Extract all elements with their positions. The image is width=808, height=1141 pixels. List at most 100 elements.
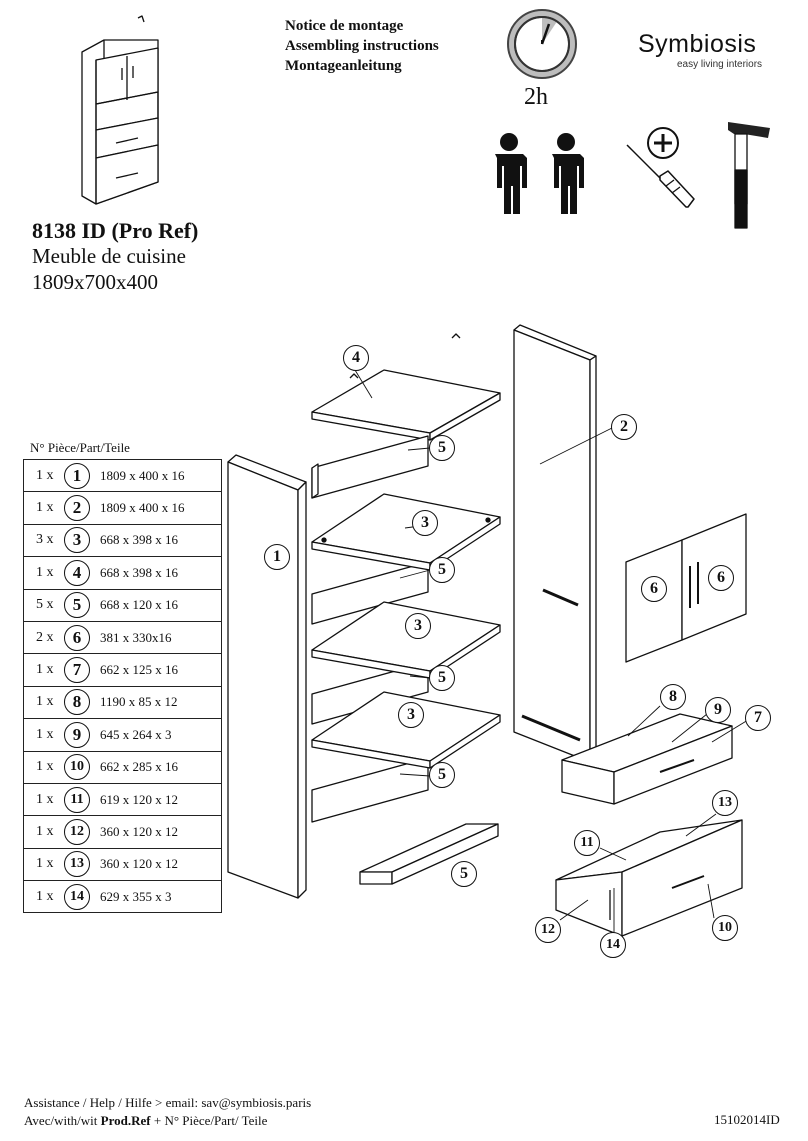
shelf-3-upper [311, 493, 501, 571]
part-quantity: 1 x [36, 888, 54, 904]
part-quantity: 1 x [36, 467, 54, 483]
leader-lines [354, 369, 749, 932]
cabinet-thumbnail [81, 15, 159, 205]
part-dimensions: 619 x 120 x 12 [100, 791, 178, 807]
table-row: 1 x 10 662 x 285 x 16 [23, 750, 222, 784]
callout-3: 3 [412, 510, 438, 536]
two-people-icon [495, 133, 584, 214]
part-quantity: 1 x [36, 694, 54, 710]
callout-4: 4 [343, 345, 369, 371]
callout-7: 7 [745, 705, 771, 731]
part-dimensions: 1809 x 400 x 16 [100, 467, 185, 483]
table-row: 5 x 5 668 x 120 x 16 [23, 588, 222, 622]
part-number: 3 [64, 527, 90, 554]
support-line-1: Assistance / Help / Hilfe > email: sav@s… [24, 1095, 312, 1110]
callout-5: 5 [429, 762, 455, 788]
part-dimensions: 668 x 120 x 16 [100, 597, 178, 613]
shelf-3-middle [311, 601, 501, 679]
table-row: 1 x 12 360 x 120 x 12 [23, 815, 222, 849]
part-number: 2 [64, 495, 90, 522]
table-row: 1 x 2 1809 x 400 x 16 [23, 491, 222, 525]
support-line-2-suffix: + N° Pièce/Part/ Teile [150, 1113, 268, 1128]
parts-cell: 1 x 12 360 x 120 x 12 [23, 815, 222, 849]
phillips-screwdriver-icon [626, 127, 695, 208]
part-number: 8 [64, 689, 90, 716]
part-number: 9 [64, 721, 90, 748]
part-quantity: 1 x [36, 564, 54, 580]
part-number: 7 [64, 657, 90, 684]
part-number: 12 [64, 818, 90, 845]
brand-tagline: easy living interiors [677, 59, 763, 70]
table-row: 1 x 4 668 x 398 x 16 [23, 556, 222, 590]
lower-drawer [555, 819, 743, 937]
part-quantity: 1 x [36, 726, 54, 742]
heading-line-fr: Notice de montage [285, 18, 404, 34]
callout-13: 13 [712, 790, 738, 816]
callout-8: 8 [660, 684, 686, 710]
product-dimensions: 1809x700x400 [32, 270, 158, 294]
rail-5-third [311, 661, 429, 725]
part-number: 11 [64, 786, 90, 813]
parts-cell: 5 x 5 668 x 120 x 16 [23, 588, 222, 622]
part-quantity: 1 x [36, 823, 54, 839]
assembly-time: 2h [524, 84, 548, 110]
support-info: Assistance / Help / Hilfe > email: sav@s… [24, 1094, 311, 1130]
part-quantity: 5 x [36, 597, 54, 613]
callout-9: 9 [705, 697, 731, 723]
part-quantity: 3 x [36, 532, 54, 548]
part-quantity: 1 x [36, 500, 54, 516]
part-dimensions: 360 x 120 x 12 [100, 823, 178, 839]
brand-name: Symbiosis [638, 30, 757, 58]
side-panel-2 [513, 324, 597, 763]
parts-list-header: N° Pièce/Part/Teile [30, 440, 130, 455]
rail-5-top [311, 435, 429, 499]
callout-12: 12 [535, 917, 561, 943]
part-dimensions: 668 x 398 x 16 [100, 564, 178, 580]
support-line-2-bold: Prod.Ref [100, 1113, 151, 1128]
document-code: 15102014ID [714, 1112, 780, 1127]
callout-5: 5 [429, 557, 455, 583]
callout-5: 5 [429, 435, 455, 461]
part-quantity: 1 x [36, 856, 54, 872]
side-panel-1 [227, 454, 307, 899]
table-row: 1 x 13 360 x 120 x 12 [23, 847, 222, 882]
callout-5: 5 [451, 861, 477, 887]
support-line-2: Avec/with/wit Prod.Ref + N° Pièce/Part/ … [24, 1112, 311, 1130]
top-panel-4 [311, 333, 501, 441]
part-number: 4 [64, 559, 90, 586]
callout-6: 6 [708, 565, 734, 591]
callout-14: 14 [600, 932, 626, 958]
rail-5-second [311, 561, 429, 625]
callout-3: 3 [398, 702, 424, 728]
callout-10: 10 [712, 915, 738, 941]
parts-cell: 1 x 10 662 x 285 x 16 [23, 750, 222, 784]
part-number: 13 [64, 851, 90, 878]
part-dimensions: 1809 x 400 x 16 [100, 500, 185, 516]
callout-3: 3 [405, 613, 431, 639]
part-dimensions: 360 x 120 x 12 [100, 856, 178, 872]
part-number: 14 [64, 883, 90, 910]
hammer-icon [728, 122, 770, 229]
part-quantity: 1 x [36, 759, 54, 775]
part-dimensions: 662 x 285 x 16 [100, 759, 178, 775]
part-number: 10 [64, 754, 90, 781]
callout-6: 6 [641, 576, 667, 602]
rail-5-fourth [311, 757, 429, 823]
part-number: 5 [64, 592, 90, 619]
